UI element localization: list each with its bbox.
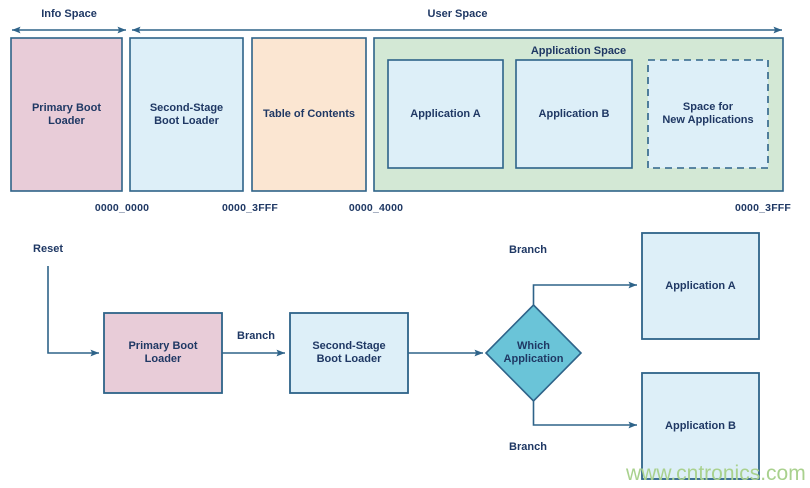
- block-application-b: [515, 59, 633, 169]
- connector-decision-to-app-b: [532, 401, 638, 429]
- node-application-b: [641, 372, 760, 480]
- connector-decision-to-app-a: [532, 281, 638, 305]
- decision-which-application: [484, 303, 583, 403]
- node-second-stage-boot-loader: [289, 312, 409, 394]
- region-second-stage-boot-loader: [129, 37, 244, 192]
- node-primary-boot-loader: [103, 312, 223, 394]
- watermark: www.cntronics.com: [626, 462, 806, 485]
- region-table-of-contents: [251, 37, 367, 192]
- reset-connector: [47, 266, 100, 357]
- region-primary-boot-loader: [10, 37, 123, 192]
- block-application-a: [387, 59, 504, 169]
- block-space-for-new-applications: [647, 59, 769, 169]
- node-application-a: [641, 232, 760, 340]
